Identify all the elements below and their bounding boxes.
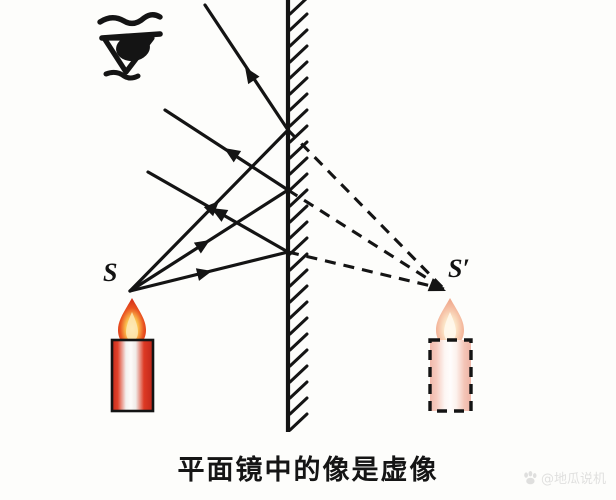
reflected-ray-3 — [146, 170, 290, 254]
object-candle-body — [110, 338, 155, 413]
virtual-ray-3 — [287, 250, 445, 291]
observer-eye-icon — [97, 12, 163, 81]
object-candle-flame-core — [126, 312, 138, 341]
virtual-rays — [286, 128, 446, 291]
mirror-hatching — [288, 0, 309, 432]
virtual-ray-2 — [287, 188, 445, 291]
incident-rays — [128, 128, 290, 293]
virtual-ray-1 — [286, 128, 446, 291]
image-point-label: S′ — [448, 254, 470, 283]
image-candle-body — [428, 338, 473, 413]
watermark: @地瓜说机 — [523, 468, 606, 487]
reflected-ray-1 — [203, 3, 290, 132]
reflected-rays — [146, 3, 290, 254]
incident-ray-3 — [128, 250, 290, 293]
eyebrow-icon — [97, 12, 163, 27]
image-candle-flame-core — [444, 312, 456, 341]
pupil-icon — [116, 34, 150, 62]
reflected-ray-2-arrowhead — [224, 148, 242, 163]
object-point-label: S — [103, 258, 118, 287]
reflected-ray-1-arrowhead — [245, 67, 260, 85]
watermark-text: @地瓜说机 — [540, 472, 606, 487]
baidu-paw-icon — [524, 470, 537, 484]
reflected-ray-2 — [163, 108, 290, 192]
virtual-converge-arrowhead — [427, 278, 446, 292]
eye-lower-lid-icon — [103, 69, 141, 81]
incident-ray-1 — [128, 128, 290, 293]
object-candle — [110, 298, 155, 413]
figure-caption: 平面镜中的像是虚像 — [177, 455, 439, 486]
plane-mirror — [285, 0, 309, 432]
image-candle — [428, 298, 473, 413]
incident-ray-3-arrowhead — [195, 268, 212, 281]
incident-ray-2-arrowhead — [193, 240, 210, 254]
reflected-ray-3-arrowhead — [211, 208, 229, 222]
incident-ray-2 — [128, 188, 290, 293]
